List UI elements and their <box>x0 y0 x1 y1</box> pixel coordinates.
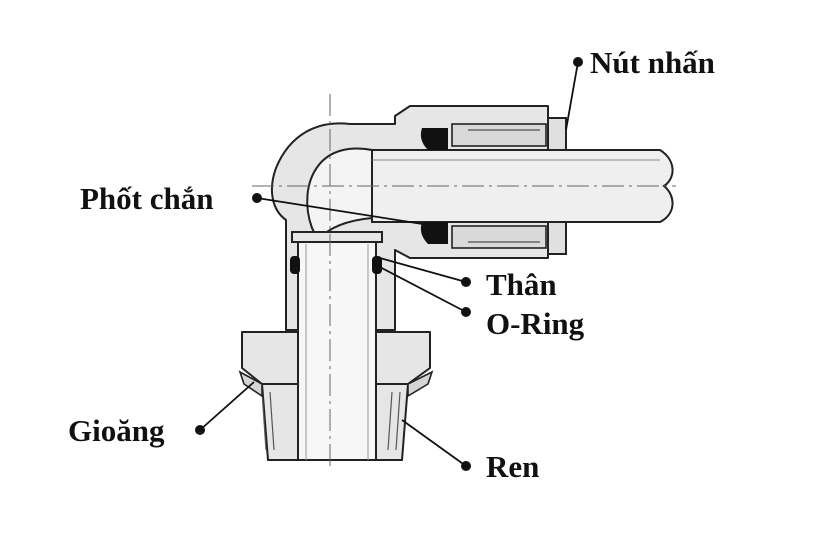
label-ren: Ren <box>486 449 539 484</box>
leader-dots <box>195 57 583 471</box>
release-button <box>547 117 567 255</box>
vertical-bore <box>291 231 383 461</box>
label-nut-nhan: Nút nhấn <box>590 45 715 80</box>
label-than: Thân <box>486 267 557 302</box>
thread-hatch <box>261 391 401 451</box>
leader-lines <box>199 61 579 467</box>
label-gioang: Gioăng <box>68 413 165 448</box>
center-lines <box>252 94 676 470</box>
elbow-inner-bore <box>306 147 373 241</box>
collet <box>451 123 547 249</box>
label-o-ring: O-Ring <box>486 306 585 341</box>
o-ring <box>290 256 382 274</box>
tube <box>371 149 674 223</box>
label-phot-chan: Phốt chắn <box>80 181 214 216</box>
